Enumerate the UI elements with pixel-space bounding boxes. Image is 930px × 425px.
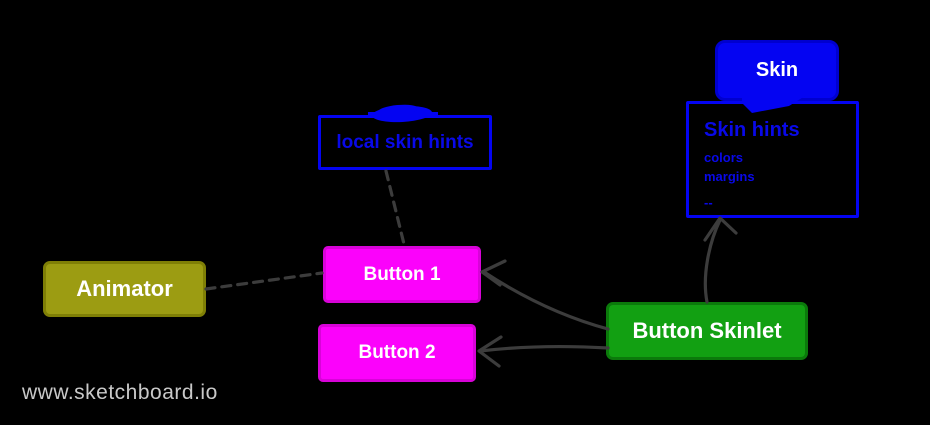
arrowhead-button2 xyxy=(477,335,503,368)
node-button1[interactable]: Button 1 xyxy=(323,246,481,303)
node-skin-label: Skin xyxy=(755,59,799,81)
edge-animator-button1[interactable] xyxy=(204,271,324,291)
edge-button-skinlet-button1[interactable] xyxy=(480,259,610,331)
node-local-skin-hints-label: local skin hints xyxy=(336,131,474,153)
edge-button-skinlet-skin-hints[interactable] xyxy=(703,216,738,304)
attachment-wedge xyxy=(708,96,858,113)
node-skin-hints-title: Skin hints xyxy=(704,119,800,141)
node-skin-hints-item: colors xyxy=(704,150,744,165)
node-skin[interactable]: Skin xyxy=(715,40,839,101)
node-skin-hints-item: -- xyxy=(704,195,713,210)
node-animator-label: Animator xyxy=(76,276,173,301)
arrowhead-skin-hints xyxy=(703,216,738,242)
node-animator[interactable]: Animator xyxy=(43,261,206,317)
edge-button-skinlet-button2[interactable] xyxy=(477,335,610,368)
node-button-skinlet[interactable]: Button Skinlet xyxy=(606,302,808,360)
node-local-skin-hints[interactable]: local skin hints xyxy=(318,115,492,170)
node-button-skinlet-label: Button Skinlet xyxy=(632,318,782,343)
node-skin-hints-item: margins xyxy=(704,169,755,184)
scribble-blob xyxy=(368,104,438,123)
node-button2-label: Button 2 xyxy=(358,342,436,363)
arrowhead-button1 xyxy=(480,259,507,287)
edge-local-skin-hints-button1[interactable] xyxy=(384,169,406,246)
node-skin-hints[interactable]: Skin hints colors margins -- xyxy=(686,101,859,218)
node-button2[interactable]: Button 2 xyxy=(318,324,476,382)
node-button1-label: Button 1 xyxy=(363,263,441,285)
sketchboard-watermark: www.sketchboard.io xyxy=(22,381,218,404)
